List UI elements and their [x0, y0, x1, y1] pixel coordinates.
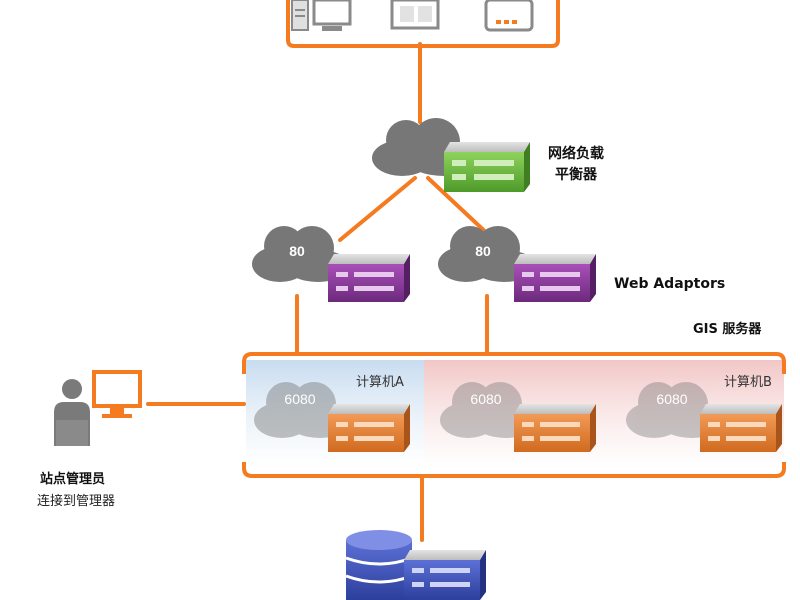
admin-subtitle: 连接到管理器	[37, 494, 116, 509]
database-server-icon	[404, 550, 486, 600]
wa-left-port: 80	[289, 243, 305, 259]
admin-monitor-icon	[92, 370, 142, 418]
machine-b-label: 计算机B	[724, 375, 772, 390]
load-balancer-label: 网络负载 平衡器	[548, 144, 604, 186]
wa-right-port: 80	[475, 243, 491, 259]
load-balancer-label-line1: 网络负载	[548, 146, 604, 162]
lb-server-icon	[444, 142, 530, 192]
gis-server-middle: 6080	[440, 382, 596, 452]
gis-mid-port: 6080	[470, 391, 501, 407]
gis-b-server-icon	[700, 404, 782, 452]
wa-left-server-icon	[328, 254, 410, 302]
wa-right-server-icon	[514, 254, 596, 302]
desktop-client-icon	[291, 0, 352, 31]
gis-a-server-icon	[328, 404, 410, 452]
connector-lines	[146, 42, 494, 542]
admin-user-icon	[54, 379, 90, 446]
gis-server-a: 6080	[254, 382, 410, 452]
admin-title: 站点管理员	[40, 472, 106, 487]
line-lb-to-wa-right	[426, 176, 494, 240]
wa-left-cloud-icon	[252, 226, 350, 282]
database-icon	[345, 530, 413, 600]
line-lb-to-wa-left	[338, 176, 417, 242]
web-adaptors-label: Web Adaptors	[614, 276, 726, 292]
gis-mid-server-icon	[514, 404, 596, 452]
clients-bracket	[286, 0, 560, 48]
web-adaptor-left: 80	[252, 226, 410, 302]
mobile-client-icon	[484, 0, 534, 32]
gis-b-port: 6080	[656, 391, 687, 407]
machine-a-label: 计算机A	[356, 375, 404, 390]
gis-a-port: 6080	[284, 391, 315, 407]
gis-bracket-bottom	[242, 462, 786, 478]
gis-server-label: GIS 服务器	[693, 322, 762, 337]
web-adaptor-right: 80	[438, 226, 596, 302]
laptop-client-icon	[390, 0, 440, 30]
load-balancer	[372, 118, 530, 192]
gis-bracket-top	[242, 352, 786, 374]
load-balancer-label-line2: 平衡器	[555, 167, 597, 183]
gis-server-b: 6080	[626, 382, 782, 452]
